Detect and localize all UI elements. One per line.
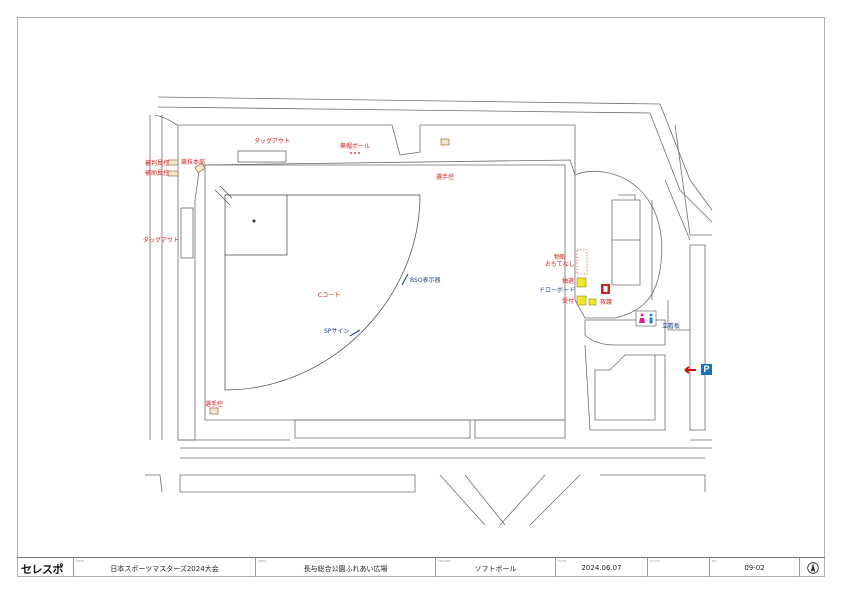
scale-caption: SCALE xyxy=(650,559,660,563)
sp-sign-label: SPサイン xyxy=(324,328,350,335)
event-name: 日本スポーツマスターズ2024大会 xyxy=(110,565,219,573)
parking-icon: P xyxy=(701,364,712,375)
reception-label: 受付 xyxy=(562,298,575,305)
hospitality-label: 物販 おもてなし xyxy=(545,254,575,268)
parking-arrow xyxy=(684,366,696,374)
event-caption: TITLE xyxy=(76,559,85,563)
player-top-label: 選手控 xyxy=(436,174,455,181)
road-lower xyxy=(145,474,706,526)
dugout-top-label: ダッグアウト xyxy=(254,138,291,145)
date-cell: DATE 2024.06.07 xyxy=(555,558,647,577)
toilet-sign xyxy=(635,310,657,327)
logo-cell: セレスポ xyxy=(17,558,73,577)
hq-label: 競技本部 xyxy=(181,159,206,166)
tent-draw xyxy=(576,277,587,288)
field-boundary xyxy=(177,124,576,441)
road-top xyxy=(157,96,713,223)
date-value: 2024.06.07 xyxy=(581,564,622,572)
first-aid-label: 救護 xyxy=(600,299,613,306)
toilet-label: 立看板 xyxy=(662,323,681,330)
sport-caption: SEASON xyxy=(438,559,451,563)
venue-caption: AREA xyxy=(258,559,267,563)
date-caption: DATE xyxy=(558,559,566,563)
venue-name: 長与総合公園ふれあい広場 xyxy=(303,565,388,573)
dugout-left xyxy=(180,207,194,259)
player-bottom-label: 選手控 xyxy=(205,401,224,408)
scoreboard-ball-label: 無帽ボール xyxy=(340,143,371,150)
north-cell xyxy=(799,558,825,577)
bso-label: BSO表示器 xyxy=(410,277,441,284)
whiteboard-label: ドローボード xyxy=(539,287,576,294)
outfield-fence xyxy=(224,194,421,391)
title-block: セレスポ TITLE 日本スポーツマスターズ2024大会 AREA 長与総合公園… xyxy=(17,557,825,577)
event-cell: TITLE 日本スポーツマスターズ2024大会 xyxy=(73,558,255,577)
assist-room-label: 補助員控 xyxy=(145,170,170,177)
scale-cell: SCALE xyxy=(647,558,709,577)
building-right xyxy=(574,170,663,319)
sport-name: ソフトボール xyxy=(474,565,517,573)
venue-cell: AREA 長与総合公園ふれあい広場 xyxy=(255,558,435,577)
hospitality-text: 物販 おもてなし xyxy=(545,254,575,268)
sport-cell: SEASON ソフトボール xyxy=(435,558,555,577)
infield xyxy=(224,194,288,256)
drawing-number: 09-02 xyxy=(744,564,765,572)
court-label: Cコート xyxy=(318,292,341,299)
north-arrow-icon xyxy=(800,560,825,579)
umpire-room-label: 審判員控 xyxy=(145,160,170,167)
tent-reception xyxy=(576,295,587,306)
dugout-top xyxy=(237,150,287,163)
number-caption: NO. xyxy=(712,559,718,563)
dugout-left-label: ダッグアウト xyxy=(143,237,180,244)
number-cell: NO. 09-02 xyxy=(709,558,799,577)
road-left xyxy=(149,115,163,440)
draw-label: 抽選 xyxy=(562,278,575,285)
company-logo: セレスポ xyxy=(21,563,64,576)
